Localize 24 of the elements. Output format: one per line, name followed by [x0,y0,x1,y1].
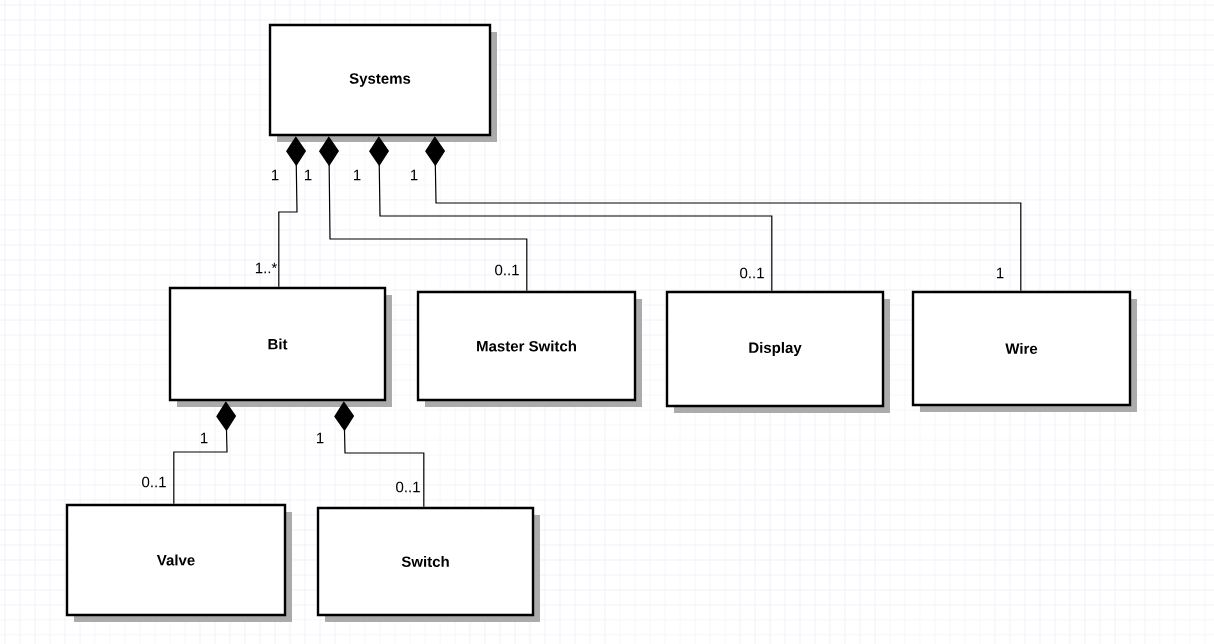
class-box: Master Switch [416,290,642,407]
composition-line [369,136,773,292]
class-box: Systems [268,23,497,142]
composition-line [334,401,425,508]
class-box: Wire [911,290,1137,412]
class-box: Display [665,290,890,413]
multiplicity-label: 0..1 [396,481,420,493]
multiplicity-label: 1 [201,432,208,444]
class-box: Valve [65,503,292,622]
class-box: Bit [168,286,392,407]
composition-line [319,136,528,292]
multiplicity-label: 1 [317,432,324,444]
composition-line [425,136,1022,292]
composition-line [173,401,237,505]
multiplicity-label: 0..1 [740,267,764,279]
class-box: Switch [316,506,540,622]
multiplicity-label: 1 [411,169,418,181]
multiplicity-label: 1 [272,169,279,181]
multiplicity-label: 1 [305,169,312,181]
multiplicity-label: 1 [354,169,361,181]
multiplicity-label: 0..1 [142,476,166,488]
multiplicity-label: 1..* [255,262,278,274]
multiplicity-label: 0..1 [495,264,519,276]
multiplicity-label: 1 [997,267,1004,279]
